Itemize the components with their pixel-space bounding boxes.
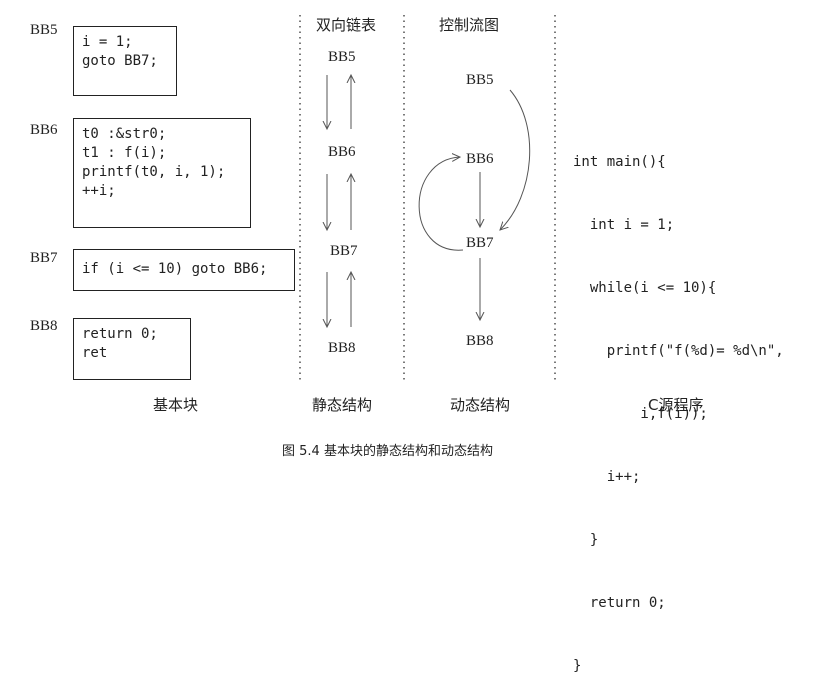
source-line: } [573,658,582,674]
bb6-label: BB6 [30,122,58,138]
source-line: i,f(i)); [573,406,708,422]
caption-basic-block: 基本块 [153,396,199,414]
code-line: t0 :&str0; [82,126,167,142]
caption-dynamic-structure: 动态结构 [450,396,511,414]
code-line: ret [82,345,108,361]
bb5-code-box: i = 1; goto BB7; [73,26,177,96]
cfg-edge-bb7-bb6 [418,157,464,251]
bb7-label: BB7 [30,250,58,266]
static-header: 双向链表 [316,16,377,34]
code-line: if (i <= 10) goto BB6; [82,261,268,277]
static-node-bb5: BB5 [328,49,356,65]
figure-caption: 图 5.4 基本块的静态结构和动态结构 [282,444,493,459]
static-node-bb7: BB7 [330,243,358,259]
bb6-code-box: t0 :&str0; t1 : f(i); printf(t0, i, 1); … [73,118,251,228]
source-line: int i = 1; [573,217,675,233]
source-line: } [573,532,599,548]
source-line: printf("f(%d)= %d\n", [573,343,784,359]
cfg-edge-bb5-bb7 [500,89,531,230]
dynamic-node-bb5: BB5 [466,72,494,88]
code-line: return 0; [82,326,158,342]
bb5-label: BB5 [30,22,58,38]
dynamic-node-bb8: BB8 [466,333,494,349]
source-line: while(i <= 10){ [573,280,717,296]
code-line: printf(t0, i, 1); [82,164,226,180]
dynamic-node-bb6: BB6 [466,151,494,167]
code-line: t1 : f(i); [82,145,167,161]
dynamic-header: 控制流图 [439,16,500,34]
c-source-code: int main(){ int i = 1; while(i <= 10){ p… [573,110,784,698]
bb8-label: BB8 [30,318,58,334]
diagram-lines [299,15,556,382]
bb8-code-box: return 0; ret [73,318,191,380]
source-line: return 0; [573,595,666,611]
static-node-bb6: BB6 [328,144,356,160]
caption-c-source: C源程序 [648,396,704,414]
dynamic-node-bb7: BB7 [466,235,494,251]
code-line: goto BB7; [82,53,158,69]
source-line: i++; [573,469,641,485]
code-line: ++i; [82,183,116,199]
bb7-code-box: if (i <= 10) goto BB6; [73,249,295,291]
code-line: i = 1; [82,34,133,50]
source-line: int main(){ [573,154,666,170]
caption-static-structure: 静态结构 [312,396,373,414]
static-node-bb8: BB8 [328,340,356,356]
